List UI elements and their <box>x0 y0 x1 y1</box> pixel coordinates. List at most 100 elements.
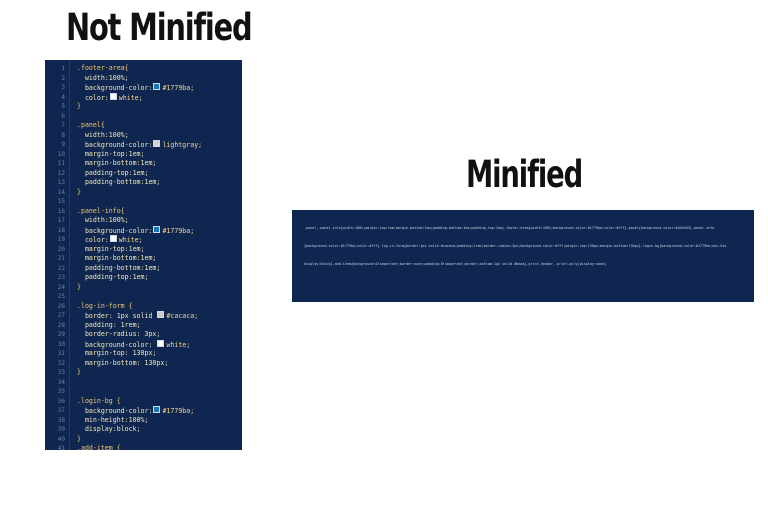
code-text: padding-top:1em; <box>77 168 149 179</box>
code-segment: .panel-info{ <box>77 206 125 215</box>
code-text: display:block; <box>77 425 141 435</box>
code-line: 1 .footer-area{ <box>45 64 242 74</box>
code-text: margin-top:1em; <box>77 150 145 160</box>
code-segment: .add-item { <box>77 444 121 450</box>
code-segment: padding-top:1em; <box>77 273 149 281</box>
code-segment: border: 1px solid <box>77 312 157 320</box>
code-text: color:white; <box>77 92 143 104</box>
line-number: 11 <box>57 160 65 167</box>
code-text: margin-top:1em; <box>77 245 145 255</box>
code-line: 10 margin-top:1em; <box>45 150 242 160</box>
code-line: 26.log-in-form { <box>45 302 242 312</box>
minified-line: {background-color:#1779ba;color:#fff}.lo… <box>304 244 727 248</box>
minified-line: display:block}.add-item{background:0!imp… <box>304 262 607 266</box>
code-segment: } <box>77 368 81 376</box>
code-line: 15 <box>45 197 242 207</box>
minified-code-text: .panel,.panel-info{width:100%;margin-top… <box>304 213 754 279</box>
code-segment: .log-in-form { <box>77 301 133 310</box>
color-swatch-icon <box>157 339 165 347</box>
code-segment: } <box>77 102 81 110</box>
code-line: 17 width:100%; <box>45 216 242 226</box>
line-number: 32 <box>57 359 65 367</box>
code-line: 19 color:white; <box>45 235 242 245</box>
code-line: 28 padding: 1rem; <box>45 321 242 331</box>
line-number: 4 <box>61 93 65 101</box>
code-text: background-color:#1779ba; <box>77 83 194 94</box>
code-segment: width:100%; <box>77 130 129 139</box>
code-segment: } <box>77 434 81 443</box>
line-number: 2 <box>61 74 65 82</box>
code-text: padding-bottom:1em; <box>77 264 160 274</box>
code-line: 7.panel{ <box>45 121 242 131</box>
line-number: 37 <box>57 407 65 414</box>
code-text: } <box>77 435 81 445</box>
code-segment: padding-bottom:1em; <box>77 263 161 272</box>
code-line: 40} <box>45 435 242 445</box>
code-line: 36.login-bg { <box>45 397 242 407</box>
code-line: 39 display:block; <box>45 425 242 435</box>
code-text: margin-bottom:1em; <box>77 159 156 169</box>
code-segment: margin-bottom:1em; <box>77 254 157 262</box>
line-number: 8 <box>61 131 65 139</box>
code-text: border: 1px solid #cacaca; <box>77 311 198 322</box>
line-number: 10 <box>57 150 65 158</box>
code-line: 27 border: 1px solid #cacaca; <box>45 311 242 321</box>
code-segment: padding-top:1em; <box>77 168 149 177</box>
code-text: padding-top:1em; <box>77 273 149 283</box>
color-swatch-icon <box>157 311 165 318</box>
code-line: 11 margin-bottom:1em; <box>45 159 242 169</box>
code-line: 32 margin-bottom: 130px; <box>45 359 242 369</box>
code-segment: background-color: <box>77 407 153 415</box>
line-number: 38 <box>57 416 65 424</box>
code-text: padding-bottom:1em; <box>77 178 160 188</box>
not-minified-code-panel: 1.footer-area{2 width:100%;3 background-… <box>45 60 242 450</box>
line-number: 17 <box>57 217 65 224</box>
not-minified-heading: Not Minified <box>66 6 253 49</box>
code-line: 12 padding-top:1em; <box>45 169 242 179</box>
code-segment: background-color: <box>77 141 153 149</box>
line-number: 24 <box>57 283 65 291</box>
line-number: 28 <box>57 321 65 329</box>
color-swatch-icon <box>153 406 161 413</box>
line-number: 25 <box>57 293 65 300</box>
code-segment: padding: 1rem; <box>77 320 141 329</box>
code-segment: } <box>77 187 81 196</box>
code-line: 33} <box>45 368 242 378</box>
code-value: #1779ba; <box>162 407 195 415</box>
line-number-gutter <box>45 60 70 450</box>
line-number: 31 <box>57 350 65 357</box>
code-line: 16.panel-info{ <box>45 207 242 217</box>
code-text: .footer-area{ <box>77 64 129 74</box>
line-number: 3 <box>61 84 65 91</box>
code-line: 3 background-color:#1779ba; <box>45 83 242 93</box>
code-line: 23 padding-top:1em; <box>45 273 242 283</box>
line-number: 1 <box>61 65 65 72</box>
minified-line: .panel,.panel-info{width:100%;margin-top… <box>304 226 715 230</box>
minified-heading: Minified <box>466 153 583 196</box>
code-text: width:100%; <box>77 74 129 84</box>
line-number: 20 <box>57 245 65 253</box>
code-line: 38 min-height:100%; <box>45 416 242 426</box>
code-text: color:white; <box>77 235 143 246</box>
code-value: #1779ba; <box>162 84 195 92</box>
color-swatch-icon <box>109 92 117 100</box>
code-text: } <box>77 188 81 198</box>
code-value: lightgray; <box>162 141 203 149</box>
code-text: margin-bottom:1em; <box>77 254 156 264</box>
code-segment: background-color: <box>77 226 153 235</box>
code-text: .panel-info{ <box>77 207 125 217</box>
color-swatch-icon <box>109 235 117 242</box>
code-segment: width:100%; <box>77 216 129 224</box>
color-swatch-icon <box>153 83 161 90</box>
code-segment: } <box>77 282 81 291</box>
line-number: 36 <box>57 397 65 405</box>
code-text: background-color: lightgray; <box>77 140 202 151</box>
code-segment: padding-bottom:1em; <box>77 178 161 186</box>
code-segment: color: <box>77 93 109 102</box>
code-line: 34 <box>45 378 242 388</box>
code-line: 30 background-color: white; <box>45 339 242 350</box>
code-segment: margin-bottom:1em; <box>77 159 157 167</box>
code-line: 37 background-color: #1779ba; <box>45 406 242 416</box>
code-line: 35 <box>45 387 242 397</box>
code-text: margin-bottom: 130px; <box>77 359 168 369</box>
